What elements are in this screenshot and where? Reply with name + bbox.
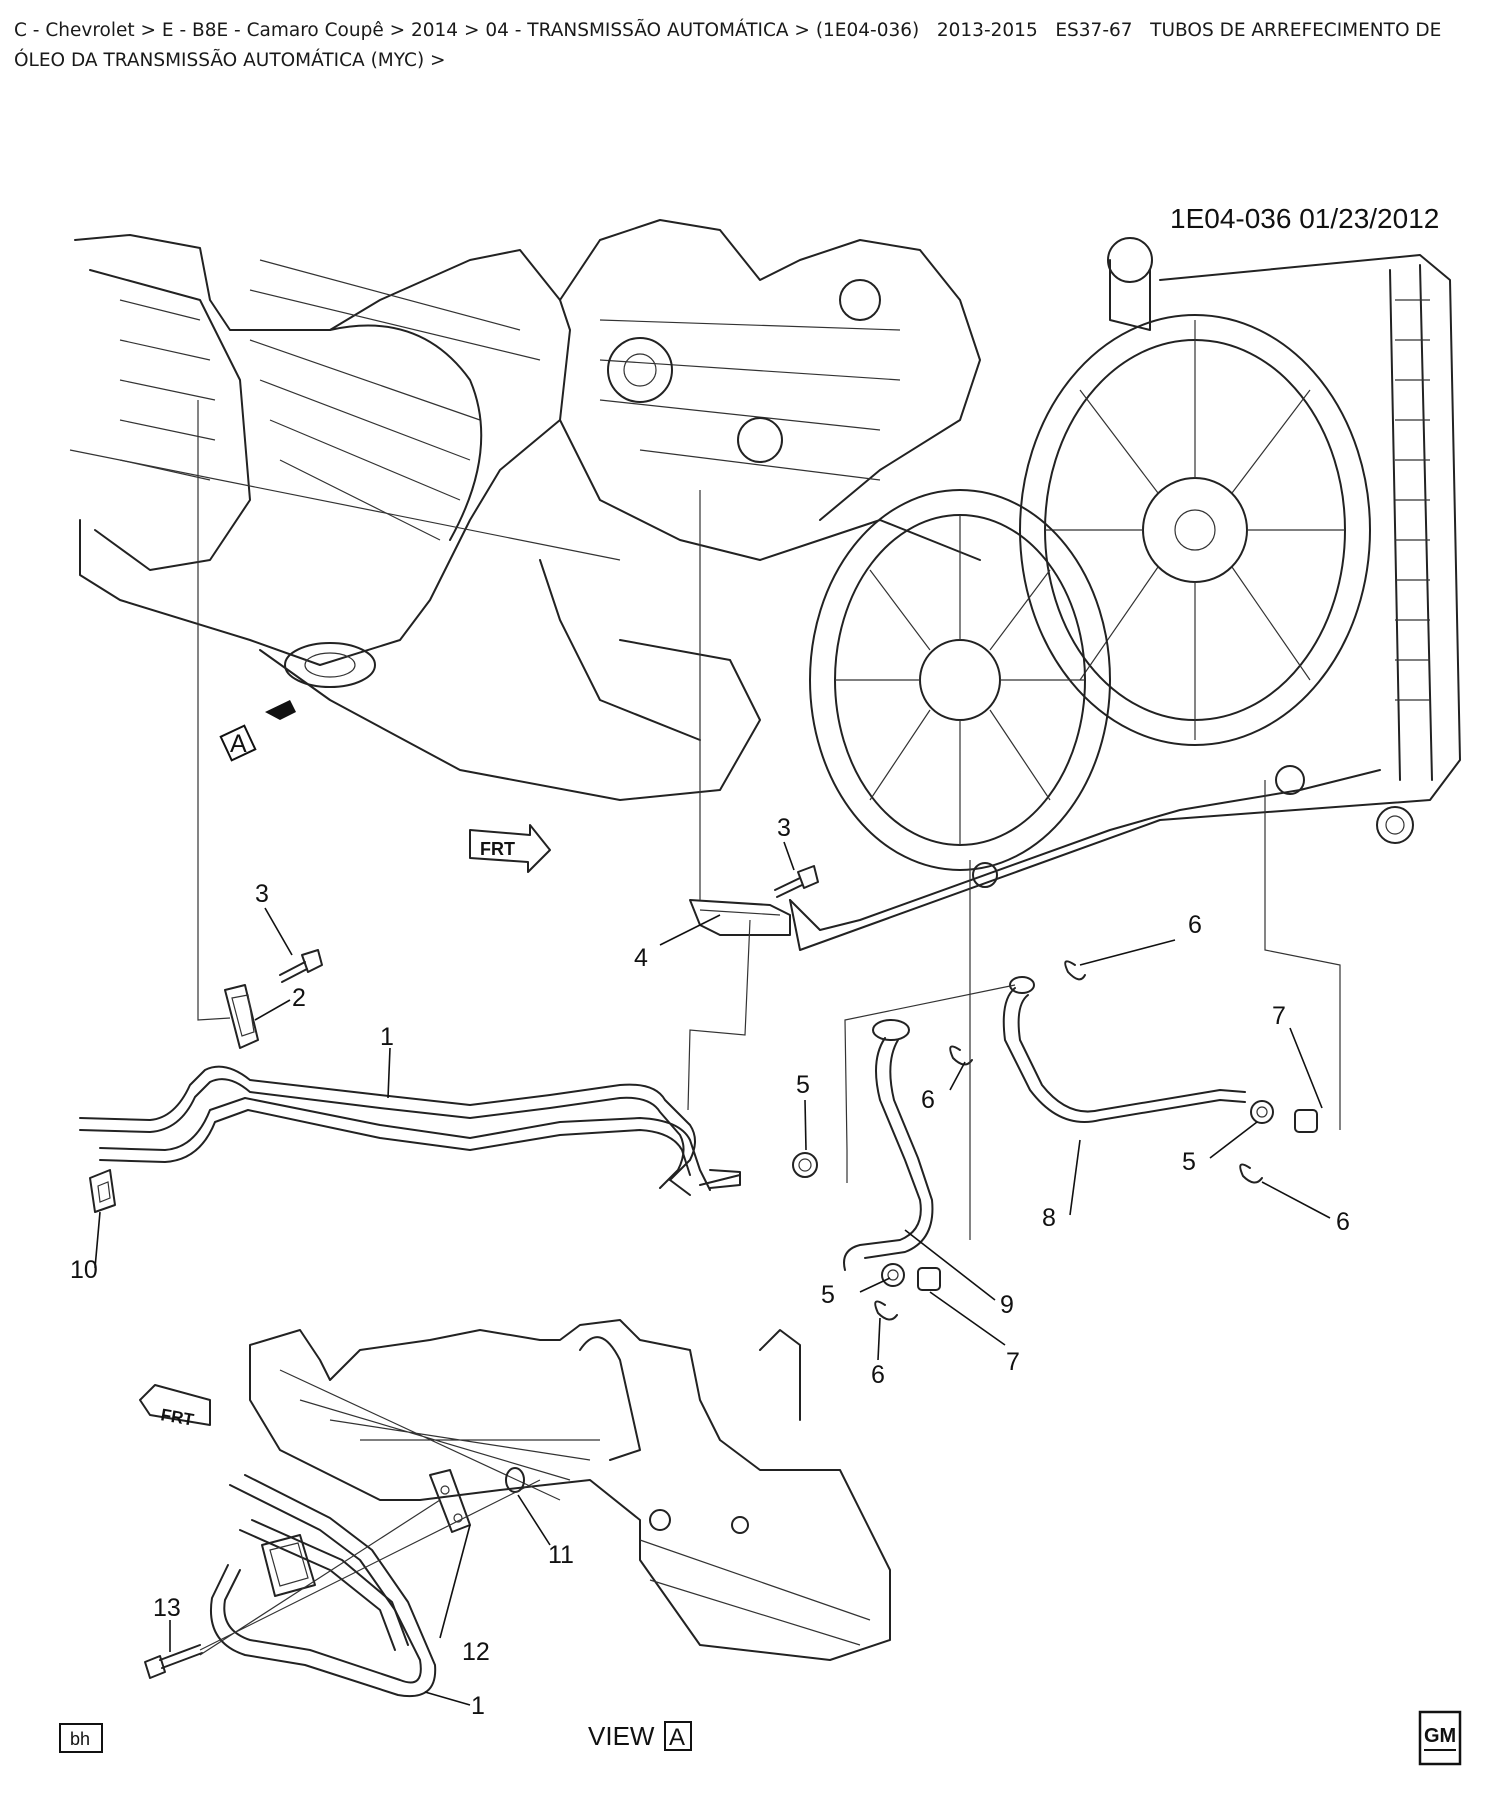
part-1-cooler-tubes	[79, 1065, 741, 1196]
callout-11: 11	[548, 1541, 574, 1569]
part-7-fitting	[917, 1109, 1318, 1291]
callout-1: 1	[380, 1023, 394, 1051]
callout-7: 7	[1006, 1348, 1020, 1376]
part-4-clip	[689, 899, 791, 936]
view-marker-letter: A	[230, 730, 247, 758]
callout-4: 4	[634, 944, 648, 972]
part-5-seal	[792, 1100, 1274, 1287]
breadcrumb-item-current: (1E04-036) 2013-2015 ES37-67 TUBOS DE AR…	[14, 20, 1448, 71]
breadcrumb-separator: >	[788, 20, 816, 41]
part-8-hose	[1002, 976, 1246, 1123]
callout-5: 5	[796, 1071, 810, 1099]
callout-6: 6	[1336, 1208, 1350, 1236]
callout-leaders	[94, 841, 1331, 1361]
part-10-clip	[89, 1169, 116, 1213]
callout-3: 3	[777, 814, 791, 842]
view-label-text: VIEW	[588, 1721, 655, 1751]
view-a-front-arrow-label: FRT	[159, 1405, 195, 1430]
part-6-retainer-clip	[874, 960, 1263, 1321]
callout-numbers: 1 2 3 3 4 5 5 5 6 6 6 6 7 7 8 9 10 11 12…	[70, 814, 1350, 1720]
callout-8: 8	[1042, 1204, 1056, 1232]
gm-logo-text: GM	[1424, 1725, 1456, 1747]
callout-7: 7	[1272, 1002, 1286, 1030]
part-2-bracket	[224, 984, 259, 1049]
callout-3: 3	[255, 880, 269, 908]
callout-13: 13	[153, 1594, 181, 1622]
view-label: VIEW A	[588, 1721, 692, 1751]
view-label-letter: A	[669, 1724, 685, 1751]
part-3-bolt-right	[774, 865, 819, 898]
breadcrumb-separator: >	[134, 20, 162, 41]
view-a-part-12-gasket	[429, 1469, 471, 1533]
diagram-reference: 1E04-036 01/23/2012	[1170, 203, 1439, 234]
breadcrumb-item[interactable]: C - Chevrolet	[14, 20, 135, 41]
view-a-callout-leaders	[169, 1494, 551, 1706]
callout-6: 6	[1188, 911, 1202, 939]
callout-5: 5	[821, 1281, 835, 1309]
callout-5: 5	[1182, 1148, 1196, 1176]
view-a-inset	[249, 1319, 891, 1661]
callout-10: 10	[70, 1256, 98, 1284]
breadcrumb-item[interactable]: 2014	[410, 20, 459, 41]
view-a-front-arrow-icon: FRT	[139, 1384, 211, 1430]
footer-code: bh	[59, 1723, 103, 1753]
callout-6: 6	[921, 1086, 935, 1114]
front-arrow-label: FRT	[480, 839, 515, 859]
engine-block	[539, 219, 981, 741]
breadcrumb-separator: >	[383, 20, 411, 41]
breadcrumb-separator: >	[458, 20, 486, 41]
callout-2: 2	[292, 984, 306, 1012]
part-3-bolt-left	[279, 949, 323, 983]
gm-logo: GM	[1418, 1710, 1462, 1766]
view-a-part-1-tubes	[210, 1474, 437, 1698]
radiator-fan-assembly	[789, 237, 1461, 951]
breadcrumb-item[interactable]: 04 - TRANSMISSÃO AUTOMÁTICA	[485, 20, 789, 41]
breadcrumb-item[interactable]: E - B8E - Camaro Coupê	[161, 20, 384, 41]
callout-9: 9	[1000, 1291, 1014, 1319]
footer-code-text: bh	[70, 1729, 90, 1749]
locator-lines	[197, 400, 1341, 1240]
callout-12: 12	[462, 1638, 490, 1666]
breadcrumb-separator: >	[424, 50, 452, 71]
breadcrumb: C - Chevrolet > E - B8E - Camaro Coupê >…	[14, 16, 1490, 76]
view-a-marker: A	[219, 700, 296, 762]
view-a-part-13-bolt	[144, 1479, 541, 1679]
front-arrow-icon: FRT	[469, 824, 551, 873]
callout-6: 6	[871, 1361, 885, 1389]
part-9-hose	[843, 1019, 934, 1271]
callout-1: 1	[471, 1692, 485, 1720]
transmission-housing	[69, 234, 761, 801]
